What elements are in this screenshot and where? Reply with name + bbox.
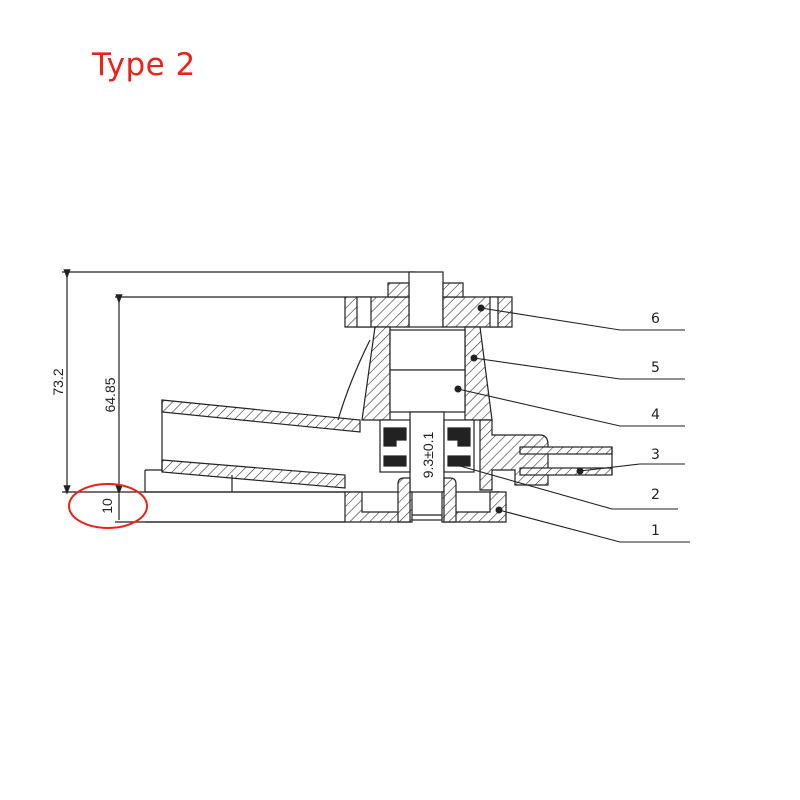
shaft-top	[408, 271, 444, 328]
dim-base-offset: 10	[99, 498, 115, 514]
shaft-lower	[409, 411, 445, 521]
callout-label-6: 6	[651, 311, 660, 327]
callout-label-1: 1	[651, 523, 660, 539]
dim-overall-height: 73.2	[50, 368, 66, 395]
highlight-ellipse	[68, 483, 148, 529]
type-title: Type 2	[92, 47, 196, 83]
leader-5	[473, 357, 685, 380]
inlet-pipe-bottom	[161, 459, 346, 489]
leader-1	[498, 509, 690, 543]
callout-label-4: 4	[651, 407, 660, 423]
flange-right	[442, 296, 513, 328]
callout-label-2: 2	[651, 487, 660, 503]
leader-3	[579, 463, 685, 472]
leader-2	[459, 465, 678, 510]
leader-4	[457, 388, 685, 427]
dim-flange-height: 64.85	[102, 377, 118, 412]
dim-seal: 9.3±0.1	[420, 431, 436, 478]
callout-label-3: 3	[651, 447, 660, 463]
housing-right-wall	[464, 326, 493, 421]
outlet-tube-top	[519, 446, 613, 455]
bearing-lower	[389, 369, 466, 413]
flange-left	[344, 296, 410, 328]
housing-left-wall	[361, 326, 391, 421]
leader-6	[480, 307, 685, 331]
inlet-pipe-top	[161, 399, 361, 433]
housing-outlet-body	[479, 419, 549, 491]
bearing-upper	[389, 329, 466, 371]
callout-label-5: 5	[651, 360, 660, 376]
